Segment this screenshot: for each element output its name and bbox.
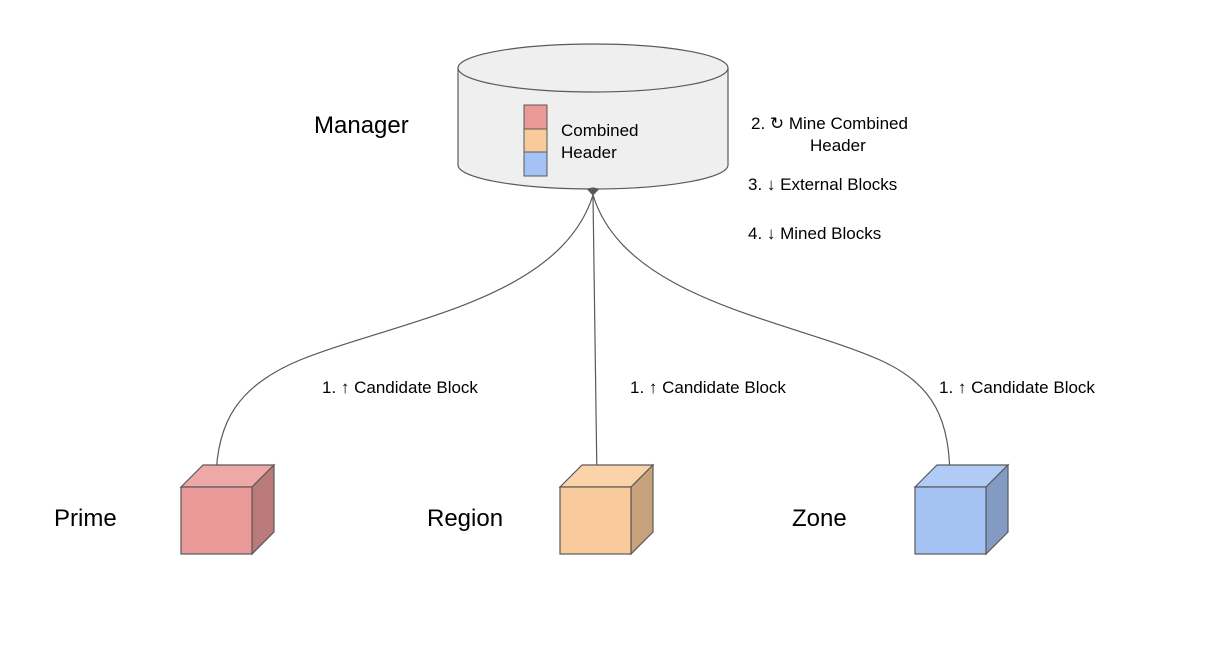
header-prime-segment	[523, 104, 548, 130]
step-mine-line1: 2. ↻ Mine Combined	[751, 114, 908, 133]
manager-cylinder	[457, 43, 729, 190]
header-zone-segment	[523, 151, 548, 177]
combined-header-stack	[523, 104, 548, 177]
step-mine-line2: Header	[810, 136, 866, 155]
region-cube	[558, 463, 655, 556]
connector-prime	[212, 187, 599, 483]
connector-region	[588, 187, 601, 483]
cylinder-top	[457, 43, 729, 93]
header-region-segment	[523, 128, 548, 153]
candidate-label-zone: 1. ↑ Candidate Block	[939, 378, 1095, 397]
connectors	[212, 187, 954, 483]
prime-cube-front	[180, 486, 253, 555]
candidate-label-prime: 1. ↑ Candidate Block	[322, 378, 478, 397]
prime-cube	[179, 463, 276, 556]
zone-cube	[913, 463, 1010, 556]
connector-zone	[587, 187, 954, 483]
manager-label: Manager	[314, 112, 409, 139]
zone-cube-front	[914, 486, 987, 555]
candidate-label-region: 1. ↑ Candidate Block	[630, 378, 786, 397]
step-mined-blocks: 4. ↓ Mined Blocks	[748, 224, 881, 243]
combined-header-label-line1: Combined	[561, 121, 639, 140]
step-external-blocks: 3. ↓ External Blocks	[748, 175, 897, 194]
region-label: Region	[427, 505, 503, 532]
region-cube-front	[559, 486, 632, 555]
prime-label: Prime	[54, 505, 117, 532]
zone-label: Zone	[792, 505, 847, 532]
combined-header-label-line2: Header	[561, 143, 617, 162]
